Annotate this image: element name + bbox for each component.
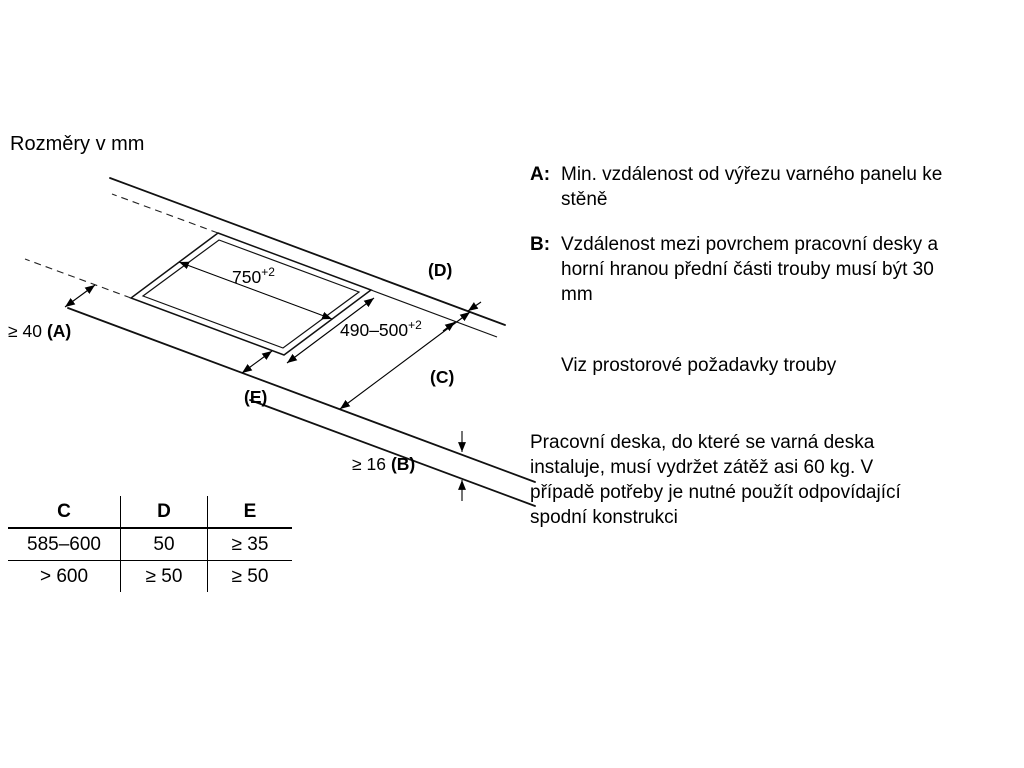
- wall-edge-line: [109, 177, 506, 326]
- dim-d-arrow-upper: [467, 301, 482, 312]
- table-header-c: C: [8, 496, 121, 529]
- table-cell-d0: 50: [120, 528, 208, 561]
- legend-key-a: A:: [530, 164, 551, 185]
- installation-diagram: 750+2 490–500+2 ≥ 40(A) (C) (D) (E) ≥ 16…: [8, 177, 536, 507]
- cutout-inner-outline: [141, 239, 361, 349]
- dim-thickness-label: ≥ 16(B): [352, 454, 415, 474]
- legend-key-b: B:: [530, 234, 551, 255]
- table-row: > 600 ≥ 50 ≥ 50: [8, 560, 292, 592]
- table-cell-e1: ≥ 50: [207, 560, 292, 592]
- dim-depth-label: 490–500+2: [340, 318, 422, 340]
- table-cell-c0: 585–600: [8, 528, 121, 561]
- dim-depth-line: [286, 297, 375, 364]
- dimensions-table: C D E 585–600 50 ≥ 35 > 600 ≥ 50 ≥ 50: [8, 496, 292, 592]
- legend-text-oven-note: Viz prostorové požadavky trouby: [561, 355, 837, 376]
- table-header-row: C D E: [8, 496, 292, 529]
- dim-wall-distance-line: [64, 284, 96, 308]
- label-e: (E): [244, 387, 267, 407]
- table-cell-c1: > 600: [39, 565, 89, 587]
- worktop-front-bottom-line: [249, 399, 536, 507]
- table-cell-d1: ≥ 50: [120, 560, 208, 592]
- legend-text-a: Min. vzdálenost od výřezu varného panelu…: [561, 164, 943, 210]
- page-title: Rozměry v mm: [10, 133, 145, 155]
- label-c: (C): [430, 367, 454, 387]
- legend-key-empty: [530, 353, 561, 378]
- cutout-rear-dashed-line: [111, 193, 219, 234]
- worktop-front-edge-line: [67, 307, 536, 483]
- cutout-front-dashed-line: [24, 258, 132, 299]
- dim-d-arrow-lower: [442, 321, 456, 332]
- table-cell-e0: ≥ 35: [207, 528, 292, 561]
- note-paragraph: Pracovní deska, do které se varná deska …: [530, 432, 901, 528]
- table-header-d: D: [120, 496, 208, 529]
- legend-item-b: B: Vzdálenost mezi povrchem pracovní des…: [530, 232, 990, 307]
- legend-item-a: A: Min. vzdálenost od výřezu varného pan…: [530, 162, 990, 212]
- legend-text-b: Vzdálenost mezi povrchem pracovní desky …: [561, 234, 939, 305]
- table-header-e: E: [207, 496, 292, 529]
- dim-wall-distance-label: ≥ 40(A): [8, 321, 71, 341]
- legend: A: Min. vzdálenost od výřezu varného pan…: [530, 162, 990, 530]
- label-d: (D): [428, 260, 452, 280]
- table-row: 585–600 50 ≥ 35: [8, 528, 292, 561]
- dim-e-line: [241, 350, 273, 374]
- legend-item-oven-note: Viz prostorové požadavky trouby: [530, 353, 990, 378]
- dim-width-label: 750+2: [232, 265, 275, 287]
